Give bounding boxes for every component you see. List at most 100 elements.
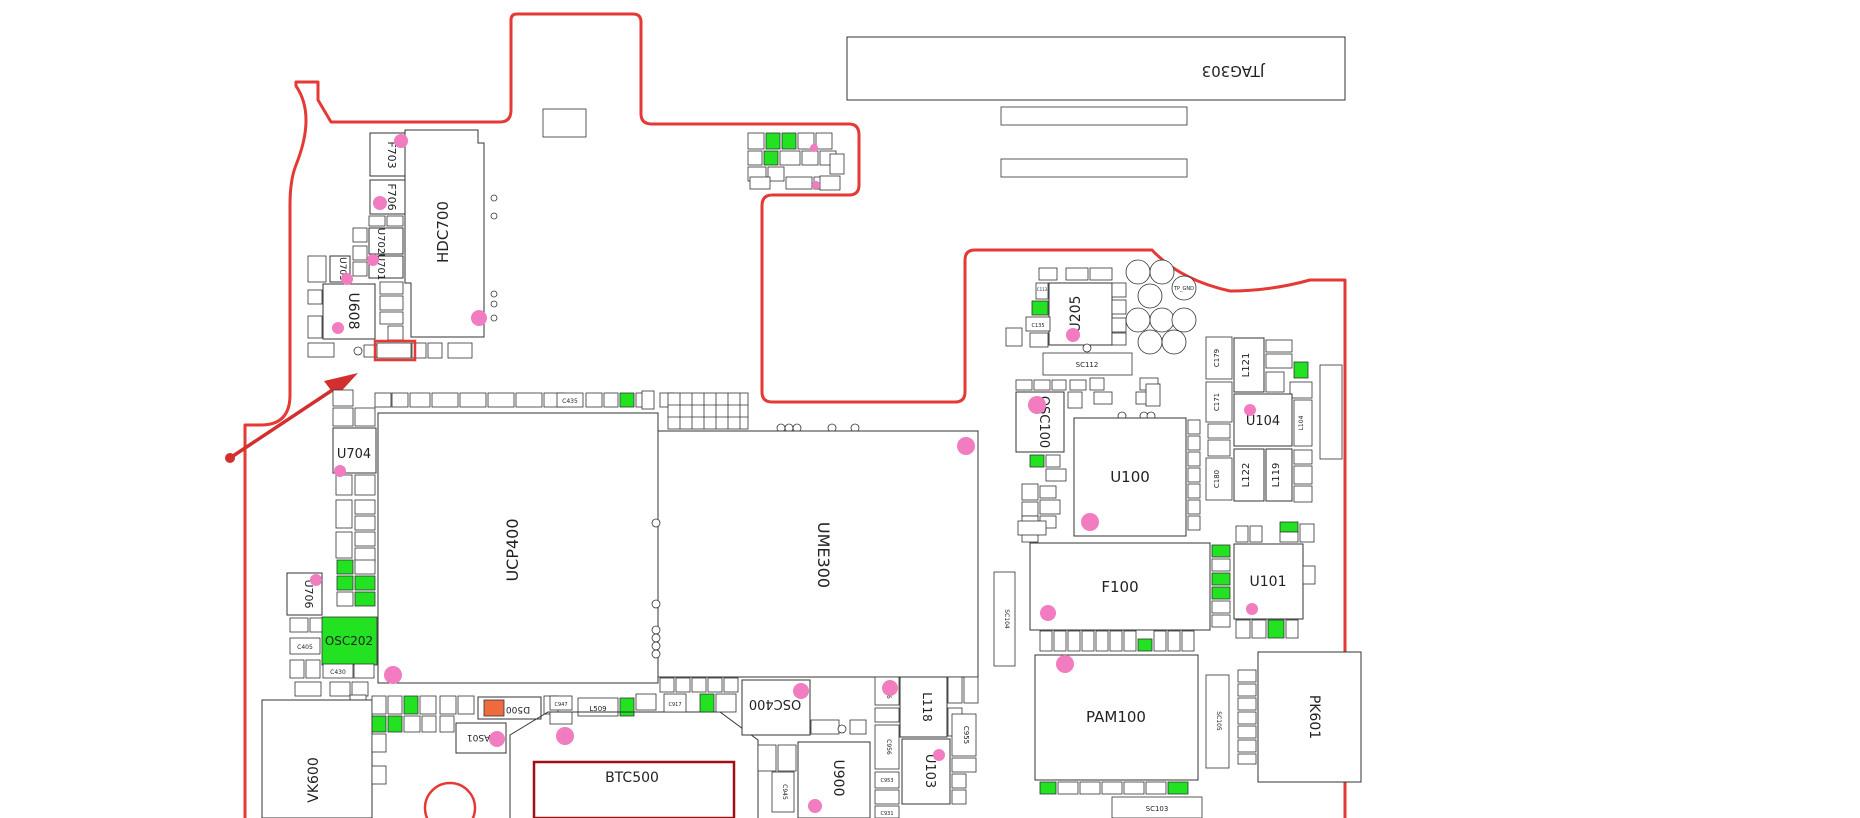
l121-label: L121: [1241, 353, 1252, 378]
l104-box: [1293, 399, 1313, 447]
osc400-side-parts: [659, 677, 867, 772]
vk600-label: VK600: [306, 757, 322, 802]
sc105-label: SC105: [1215, 711, 1222, 731]
sc104-block: [993, 571, 1016, 667]
f703-label: F703: [385, 141, 398, 168]
hdc700-block: [404, 129, 485, 338]
u608-side-parts: [307, 255, 473, 359]
pk601-side-parts: [1237, 669, 1257, 765]
tp-gnd-label: TP_GND: [1173, 286, 1194, 292]
jtag303-block: [846, 36, 1346, 101]
c179-box: [1205, 336, 1233, 380]
c180-box: [1205, 457, 1233, 501]
l119-block: [1265, 448, 1293, 502]
u205-label: U205: [1068, 296, 1084, 333]
tas01-label: TAS01: [467, 732, 496, 742]
d500-label: D500: [506, 704, 530, 714]
pin1-markers: [310, 134, 1258, 813]
pam100-bottom-parts: [1039, 781, 1189, 795]
sc104-label: SC104: [1003, 609, 1010, 629]
l122-block: [1233, 448, 1265, 502]
ucp400-block: [377, 412, 659, 684]
ucp400-label: UCP400: [503, 518, 522, 581]
pointer-arrow-line: [228, 383, 342, 460]
d500-orange: [483, 699, 505, 717]
c430-box: [322, 663, 354, 679]
sc112-box: [1042, 352, 1133, 376]
c179-label: C179: [1213, 349, 1221, 367]
c113-label: C113: [1037, 287, 1048, 292]
btc500-ring: [423, 781, 477, 818]
c135-label: C135: [1031, 323, 1044, 329]
btc500-frame: [532, 760, 736, 818]
vk600-block: [261, 699, 373, 818]
c955-box: [951, 713, 977, 757]
jtag-strip-1: [1000, 106, 1188, 126]
small-part-top: [542, 108, 587, 138]
left-column-parts: [332, 389, 376, 607]
f706-label: F706: [385, 183, 398, 210]
c917-label: C917: [668, 702, 681, 708]
c180-label: C180: [1213, 470, 1221, 488]
c931-label: C931: [880, 811, 893, 817]
c171-label: C171: [1213, 393, 1221, 411]
c947-box: [549, 695, 573, 711]
l122-label: L122: [1241, 463, 1252, 488]
u702-block: [368, 227, 404, 255]
c953-box: [874, 771, 900, 789]
u205-block: [1048, 282, 1113, 346]
l509-label: L509: [589, 705, 606, 713]
jtag-strip-2: [1000, 158, 1188, 178]
f100-label: F100: [1101, 578, 1138, 596]
c917-box: [663, 693, 687, 713]
u608-block: [322, 283, 376, 340]
c135-box: [1025, 316, 1051, 332]
pk601-label: PK601: [1306, 695, 1322, 739]
pointer-arrow-head: [324, 373, 358, 397]
c113-box: [1035, 282, 1049, 300]
sc103-box: [1111, 796, 1203, 818]
u706-label: U706: [302, 579, 315, 608]
pam100-block: [1034, 654, 1199, 781]
c955-label: C955: [962, 726, 970, 744]
c435-box: [556, 392, 584, 408]
c430-label: C430: [330, 669, 346, 676]
c405-label: C405: [297, 644, 313, 651]
u704-label: U704: [337, 447, 371, 462]
pk601-block: [1257, 651, 1362, 783]
test-points: [1125, 259, 1197, 355]
u608-label: U608: [345, 293, 361, 330]
highlight-box: [373, 339, 417, 362]
u100-label: U100: [1110, 468, 1150, 486]
c947-label: C947: [554, 702, 567, 708]
u103-label: U103: [922, 754, 937, 788]
u100-side-parts: [1187, 419, 1201, 531]
pam100-label: PAM100: [1086, 708, 1146, 726]
sc112-label: SC112: [1076, 361, 1099, 369]
osc400-label: OSC400: [749, 696, 801, 711]
c945-label: C945: [781, 784, 788, 800]
u900-label: U900: [830, 760, 846, 797]
btc500-area: [509, 711, 759, 818]
sc102-box: [1319, 364, 1343, 460]
u104-block: [1233, 393, 1293, 447]
c956-label: C956: [885, 739, 892, 755]
hdc700-label: HDC700: [434, 201, 452, 263]
u205-side-parts: [1005, 267, 1133, 376]
c931-box: [874, 805, 900, 818]
l118-block: [899, 676, 948, 738]
ume300-label: UME300: [814, 522, 833, 588]
hdc-side-parts: [352, 215, 404, 341]
sc103-label: SC103: [1146, 805, 1169, 813]
ucp400-bottom-parts: [371, 695, 475, 785]
ucp-ume-top-parts: [667, 392, 860, 433]
l121-block: [1233, 337, 1265, 393]
ume300-block: [657, 430, 979, 678]
osc100-side-parts: [1015, 377, 1161, 543]
pointer-arrow-tail: [225, 453, 235, 463]
island-parts: [747, 132, 845, 191]
u104-label: U104: [1246, 414, 1280, 429]
c953-label: C953: [880, 778, 893, 784]
ucp400-top-parts: [374, 390, 675, 410]
